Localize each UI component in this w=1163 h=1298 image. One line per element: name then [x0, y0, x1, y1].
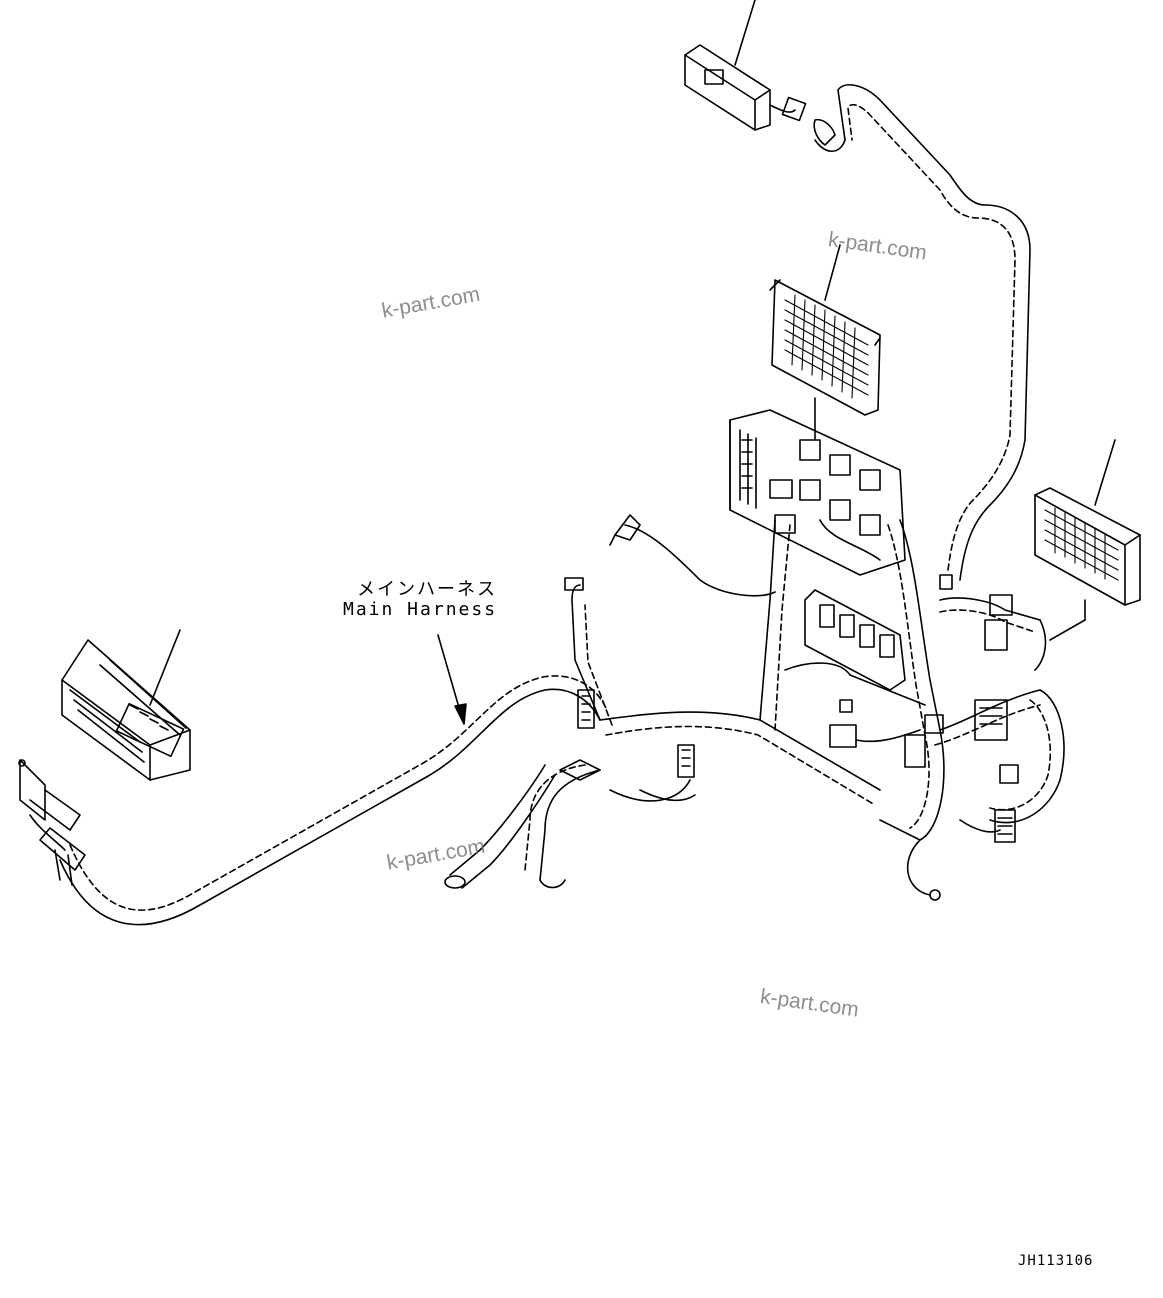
main-harness-trunk — [59, 675, 607, 926]
part-name-japanese: メインハーネス — [357, 579, 497, 600]
upper-right-cable — [813, 84, 1031, 581]
drawing-code: JH113106 — [1018, 1253, 1094, 1269]
center-harness — [564, 519, 881, 806]
right-connector-cluster — [939, 574, 1065, 843]
part-name-english: Main Harness — [343, 599, 498, 620]
right-trunk — [879, 519, 1041, 901]
lower-relay-group — [784, 589, 926, 748]
top-module-unit — [684, 0, 807, 131]
vent-cover-plate — [769, 244, 881, 441]
left-end-connectors — [18, 759, 86, 886]
fuse-relay-box — [729, 409, 906, 576]
right-controller-unit — [1034, 439, 1141, 641]
left-controller-unit — [61, 629, 191, 781]
upper-left-branch — [609, 514, 776, 597]
lower-branch — [444, 759, 601, 889]
main-harness-callout-arrow — [437, 634, 467, 725]
